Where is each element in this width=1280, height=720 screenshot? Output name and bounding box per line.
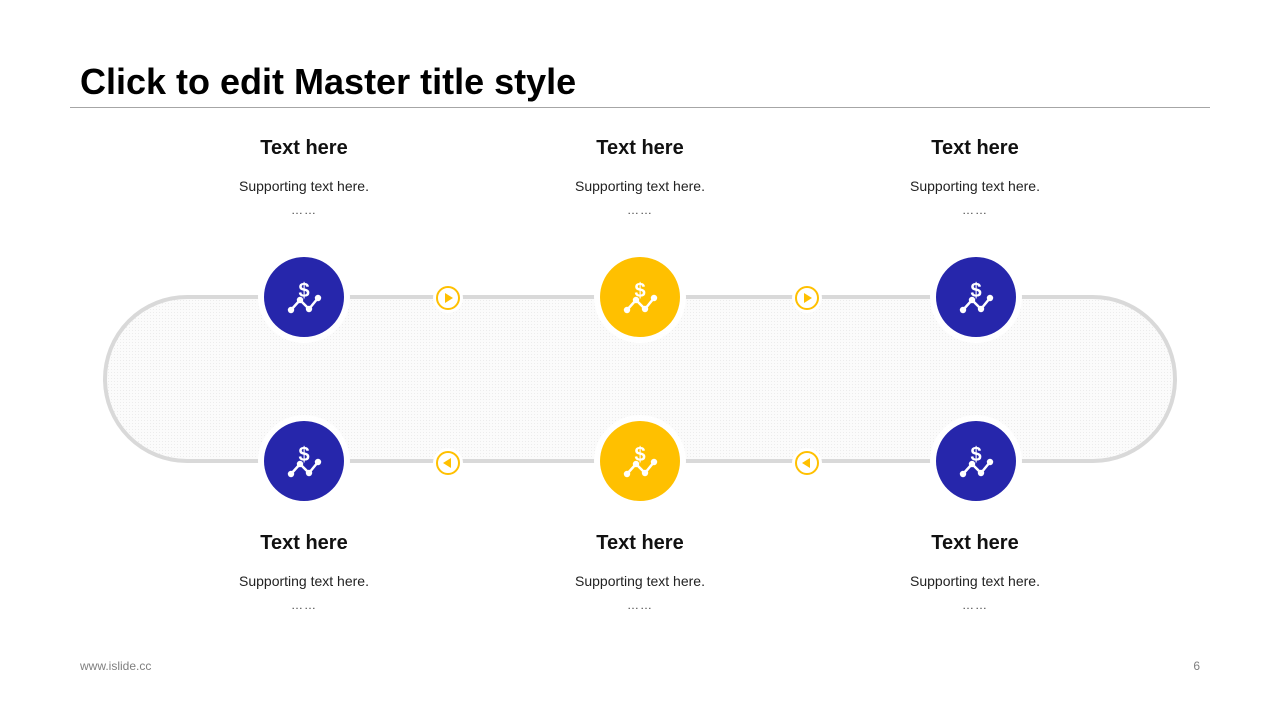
svg-text:$: $: [970, 280, 981, 302]
step-node-circle: [264, 257, 344, 337]
step-4-node[interactable]: $: [258, 415, 350, 507]
loop-track: [103, 295, 1177, 463]
play-left-icon: [792, 448, 822, 478]
step-2-dots: ……: [627, 203, 653, 217]
step-node-circle: [600, 421, 680, 501]
step-6-heading[interactable]: Text here: [931, 532, 1019, 554]
step-5-dots: ……: [627, 598, 653, 612]
dollar-trend-icon: $: [623, 444, 658, 478]
footer-url: www.islide.cc: [80, 659, 152, 673]
step-4-dots: ……: [291, 598, 317, 612]
step-6-text: Text here Supporting text here. ……: [845, 531, 1105, 612]
step-node-circle: [264, 421, 344, 501]
step-3-heading[interactable]: Text here: [931, 137, 1019, 159]
step-1-node[interactable]: $: [258, 251, 350, 343]
step-3-node[interactable]: $: [930, 251, 1022, 343]
step-2-node[interactable]: $: [594, 251, 686, 343]
play-right-icon: [433, 283, 463, 313]
step-2-support[interactable]: Supporting text here.: [575, 178, 705, 194]
step-5-text: Text here Supporting text here. ……: [510, 531, 770, 612]
step-6-dots: ……: [962, 598, 988, 612]
dollar-trend-icon: $: [287, 444, 322, 478]
step-3-dots: ……: [962, 203, 988, 217]
page-number: 6: [1193, 659, 1200, 673]
step-node-circle: [600, 257, 680, 337]
svg-text:$: $: [634, 444, 645, 466]
title-divider: [70, 107, 1210, 108]
step-node-circle: [936, 257, 1016, 337]
step-4-heading[interactable]: Text here: [260, 532, 348, 554]
dollar-trend-icon: $: [959, 444, 994, 478]
step-6-support[interactable]: Supporting text here.: [910, 573, 1040, 589]
svg-text:$: $: [970, 444, 981, 466]
step-4-text: Text here Supporting text here. ……: [174, 531, 434, 612]
svg-text:$: $: [634, 280, 645, 302]
step-1-text: Text here Supporting text here. ……: [174, 136, 434, 217]
dollar-trend-icon: $: [623, 280, 658, 314]
svg-text:$: $: [298, 280, 309, 302]
play-right-icon: [792, 283, 822, 313]
dollar-trend-icon: $: [287, 280, 322, 314]
step-3-support[interactable]: Supporting text here.: [910, 178, 1040, 194]
step-6-node[interactable]: $: [930, 415, 1022, 507]
play-left-icon: [433, 448, 463, 478]
step-1-heading[interactable]: Text here: [260, 137, 348, 159]
svg-text:$: $: [298, 444, 309, 466]
step-2-text: Text here Supporting text here. ……: [510, 136, 770, 217]
step-5-support[interactable]: Supporting text here.: [575, 573, 705, 589]
page-title[interactable]: Click to edit Master title style: [80, 61, 577, 102]
step-5-node[interactable]: $: [594, 415, 686, 507]
step-1-dots: ……: [291, 203, 317, 217]
step-2-heading[interactable]: Text here: [596, 137, 684, 159]
step-5-heading[interactable]: Text here: [596, 532, 684, 554]
step-4-support[interactable]: Supporting text here.: [239, 573, 369, 589]
dollar-trend-icon: $: [959, 280, 994, 314]
step-3-text: Text here Supporting text here. ……: [845, 136, 1105, 217]
step-1-support[interactable]: Supporting text here.: [239, 178, 369, 194]
step-node-circle: [936, 421, 1016, 501]
